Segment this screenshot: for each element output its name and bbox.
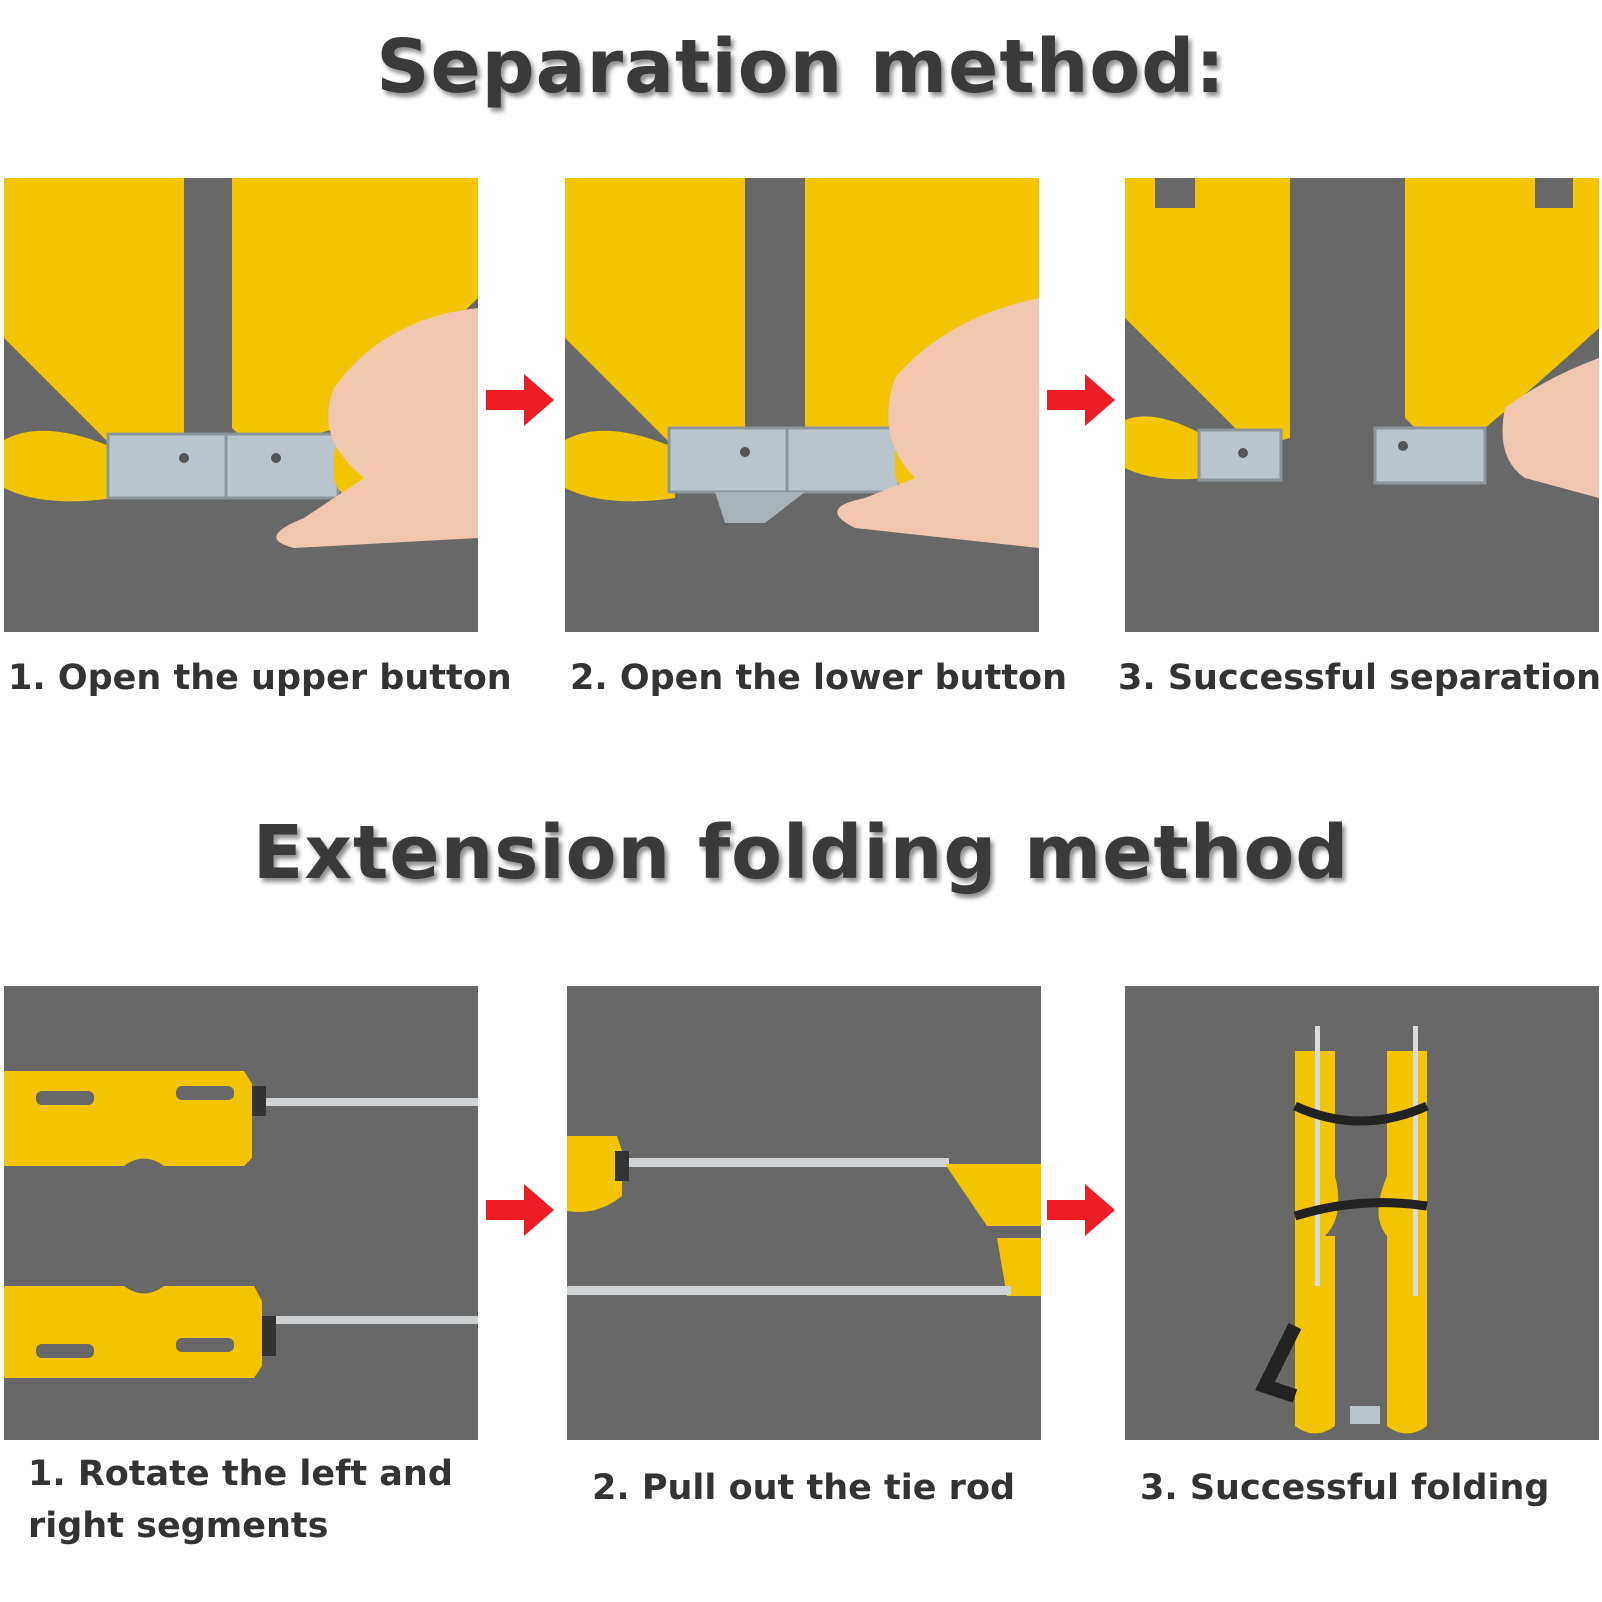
red-arrow-icon [1047, 1180, 1117, 1240]
photo-open-upper-button [4, 178, 478, 632]
caption-step-1-line-2: right segments [28, 1506, 329, 1546]
photo-successful-folding [1125, 986, 1599, 1440]
photo-rotate-segments [4, 986, 478, 1440]
caption-step-2: 2. Open the lower button [570, 658, 1068, 698]
caption-step-3: 3. Successful separation [1118, 658, 1601, 698]
caption-step-3: 3. Successful folding [1140, 1468, 1550, 1508]
caption-step-1: 1. Open the upper button [8, 658, 512, 698]
section-title-separation: Separation method: [376, 24, 1226, 110]
photo-open-lower-button [565, 178, 1039, 632]
section-title-extension-folding: Extension folding method [252, 810, 1350, 896]
red-arrow-icon [1047, 370, 1117, 430]
photo-pull-tie-rod [567, 986, 1041, 1440]
red-arrow-icon [486, 370, 556, 430]
red-arrow-icon [486, 1180, 556, 1240]
photo-successful-separation [1125, 178, 1599, 632]
caption-step-1-line-1: 1. Rotate the left and [28, 1454, 453, 1494]
caption-step-2: 2. Pull out the tie rod [592, 1468, 1016, 1508]
